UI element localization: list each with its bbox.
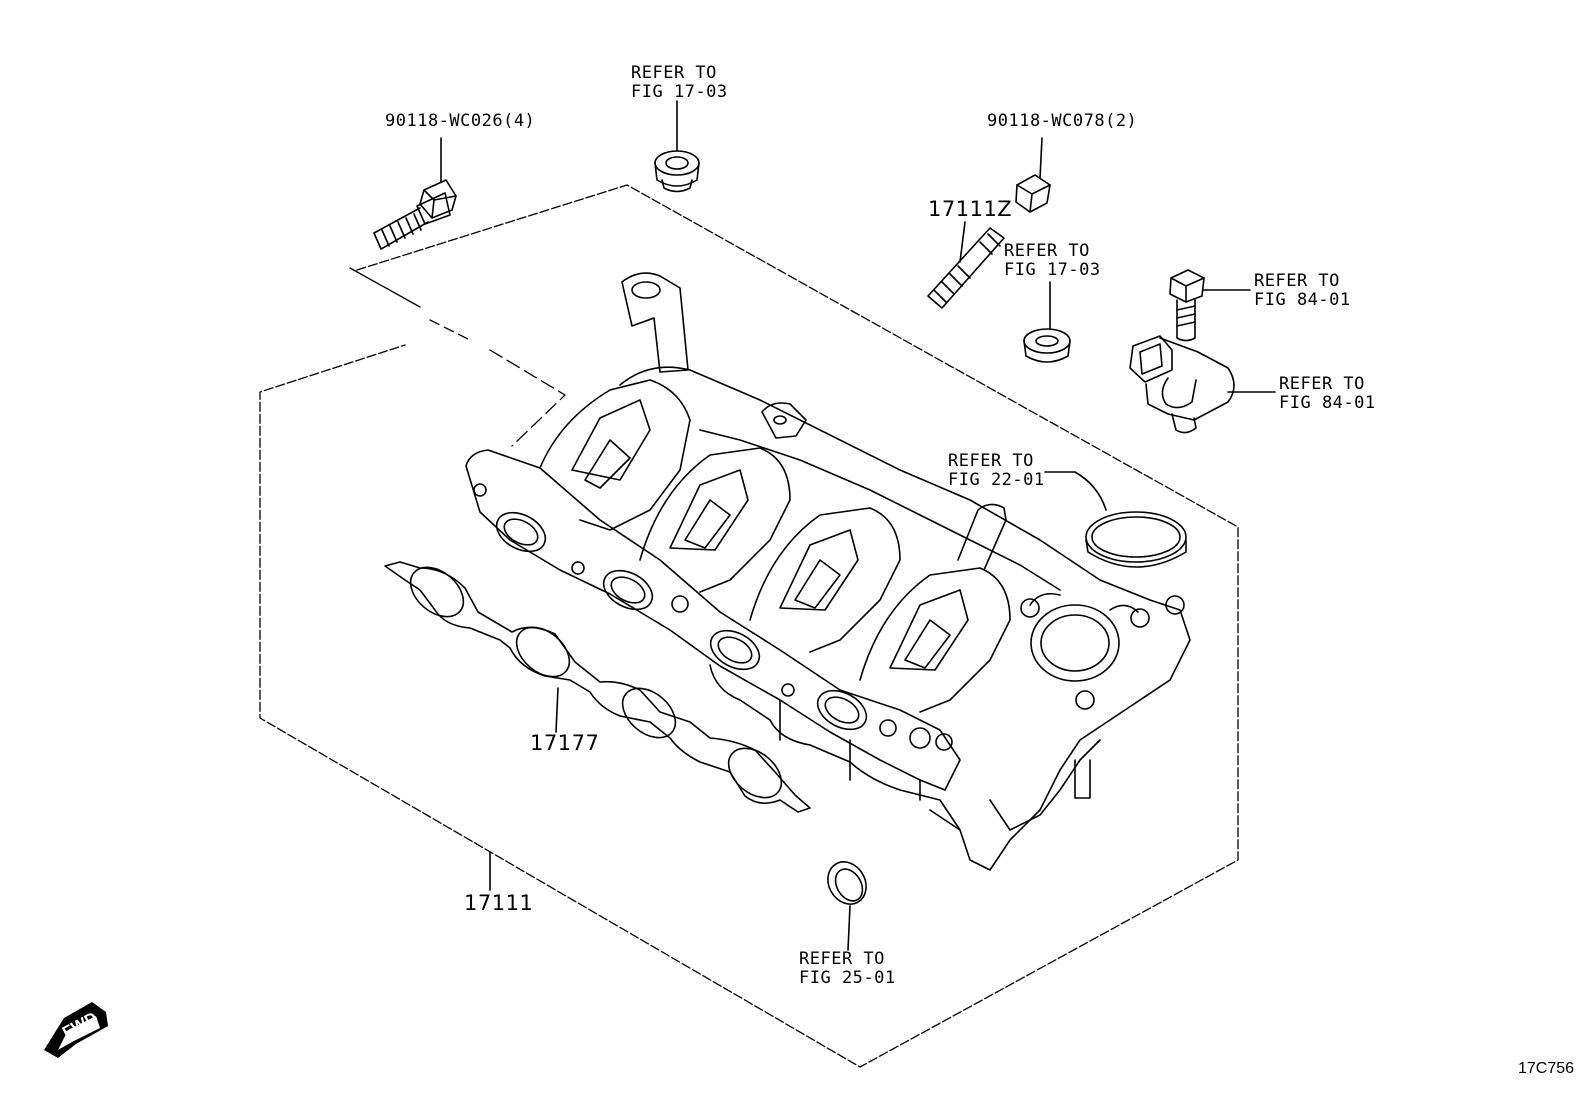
refer-top-line1: REFER TO [631, 63, 717, 83]
forward-arrow-icon [44, 1002, 108, 1058]
intake-pressure-sensor [1129, 335, 1276, 434]
sensor-bolt [1169, 269, 1251, 342]
refer-mid-line2: FIG 17-03 [1004, 260, 1101, 280]
manifold-gasket [384, 561, 811, 813]
grommet-middle [1023, 281, 1071, 363]
flange-nut-right [1015, 137, 1051, 213]
o-ring-bottom [827, 861, 867, 951]
stud-part-number: 17111Z [928, 197, 1013, 221]
flange-bolt-left [373, 137, 457, 250]
refer-sensor-bolt-line2: FIG 84-01 [1254, 290, 1351, 310]
refer-ring-bottom-line2: FIG 25-01 [799, 968, 896, 988]
gasket-part-number: 17177 [530, 731, 600, 755]
assembly-frame [259, 184, 1239, 1068]
intake-manifold [465, 272, 1191, 871]
refer-top-line2: FIG 17-03 [631, 82, 728, 102]
o-ring-throttle [1044, 471, 1187, 568]
refer-ring-top-line1: REFER TO [948, 451, 1034, 471]
stud-bolt [927, 221, 1005, 309]
bolt-left-label: 90118-WC026(4) [385, 111, 536, 131]
bolt-leader-line [349, 267, 566, 447]
refer-sensor-line2: FIG 84-01 [1279, 393, 1376, 413]
refer-sensor-line1: REFER TO [1279, 374, 1365, 394]
refer-ring-top-line2: FIG 22-01 [948, 470, 1045, 490]
refer-mid-line1: REFER TO [1004, 241, 1090, 261]
refer-ring-bottom-line1: REFER TO [799, 949, 885, 969]
manifold-part-number: 17111 [464, 891, 534, 915]
bolt-right-label: 90118-WC078(2) [987, 111, 1138, 131]
refer-sensor-bolt-line1: REFER TO [1254, 271, 1340, 291]
grommet-top [654, 100, 700, 193]
diagram-code: 17C756 [1518, 1060, 1575, 1077]
